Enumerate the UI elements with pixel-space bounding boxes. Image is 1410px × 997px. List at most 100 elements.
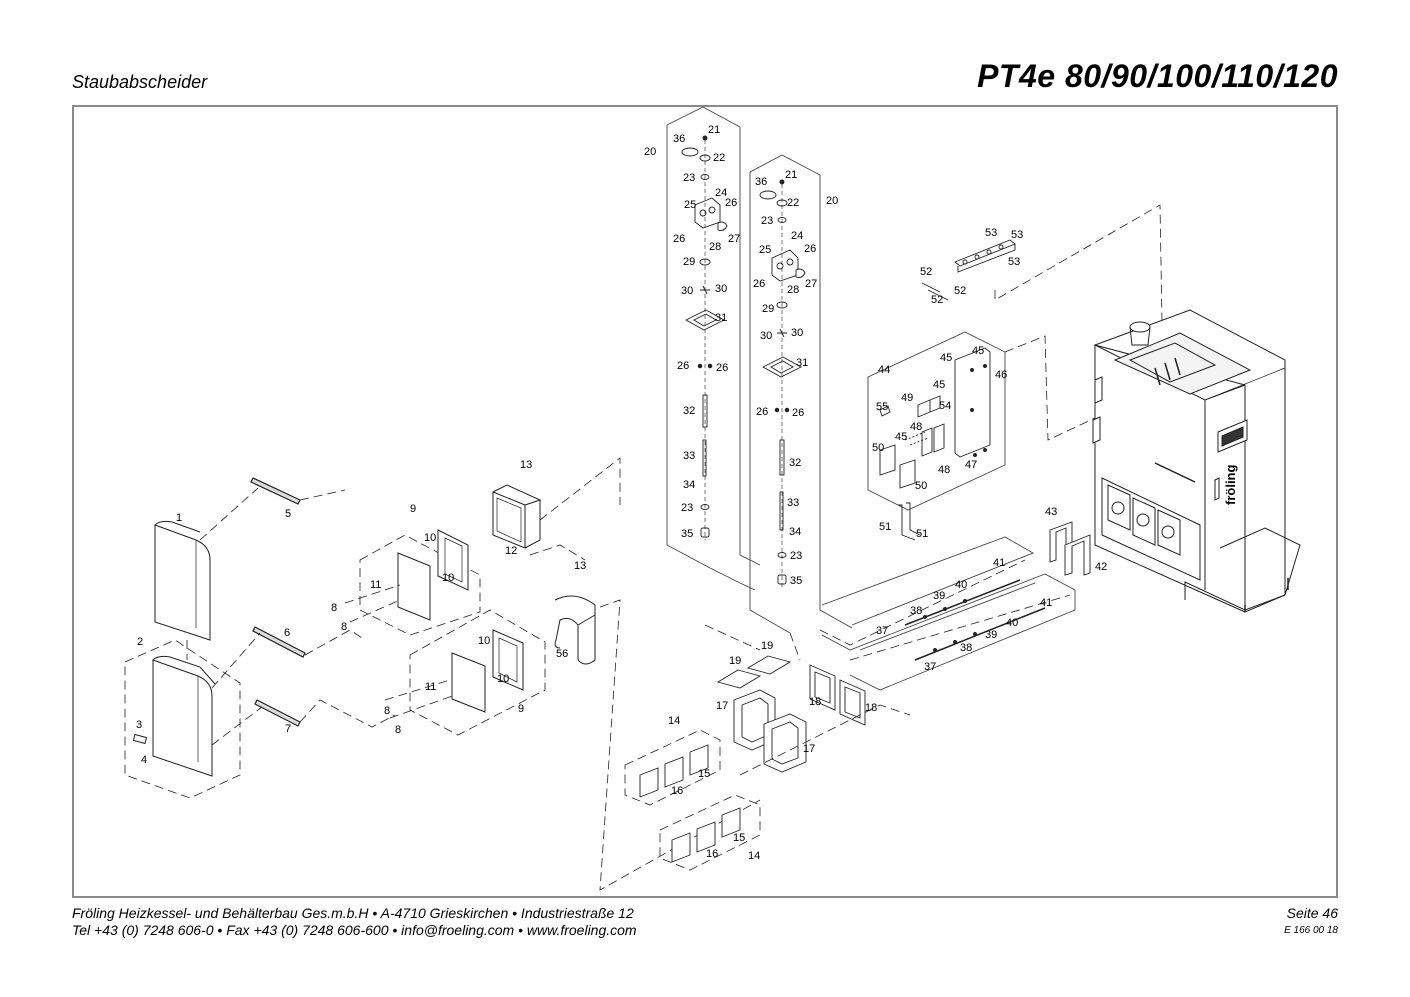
callout-28: 28 — [709, 241, 721, 253]
callout-30: 30 — [760, 330, 772, 342]
flange-assembly-lower — [409, 595, 596, 736]
document-code: E 166 00 18 — [1284, 925, 1338, 936]
callout-27: 27 — [728, 233, 740, 245]
callout-51: 51 — [916, 528, 928, 540]
callout-14: 14 — [748, 850, 760, 862]
callout-44: 44 — [878, 364, 890, 376]
callout-46: 46 — [995, 369, 1007, 381]
callout-32: 32 — [683, 405, 695, 417]
callout-53: 53 — [1011, 229, 1023, 241]
callout-20: 20 — [826, 195, 838, 207]
callout-50: 50 — [915, 480, 927, 492]
callout-2: 2 — [137, 636, 143, 648]
callout-16: 16 — [671, 785, 683, 797]
callout-48: 48 — [938, 464, 950, 476]
callout-30: 30 — [715, 283, 727, 295]
footer-address: Fröling Heizkessel- und Behälterbau Ges.… — [72, 905, 634, 921]
bracket-plates — [624, 729, 761, 871]
callout-26: 26 — [756, 406, 768, 418]
callout-31: 31 — [715, 312, 727, 324]
callout-10: 10 — [497, 673, 509, 685]
callout-31: 31 — [796, 357, 808, 369]
callout-13: 13 — [574, 560, 586, 572]
boiler-unit: fröling — [1092, 309, 1301, 613]
drawing-frame — [72, 105, 1338, 898]
leader-lines-mid-left — [344, 457, 761, 891]
callout-53: 53 — [985, 227, 997, 239]
callout-8: 8 — [341, 621, 347, 633]
callout-26: 26 — [673, 233, 685, 245]
callout-45: 45 — [895, 431, 907, 443]
callout-40: 40 — [1006, 617, 1018, 629]
callout-25: 25 — [684, 199, 696, 211]
callout-27: 27 — [805, 278, 817, 290]
control-unit-outline — [867, 331, 1006, 511]
callout-50: 50 — [872, 442, 884, 454]
callout-8: 8 — [384, 705, 390, 717]
leader-lines-control — [1004, 335, 1096, 441]
shaft-2-parts — [759, 179, 806, 590]
callout-35: 35 — [681, 528, 693, 540]
shaft-1-parts — [681, 135, 728, 540]
cover-panel-lower — [132, 655, 216, 777]
shaft-assembly-1-outline — [666, 106, 761, 591]
callout-26: 26 — [725, 197, 737, 209]
callout-45: 45 — [972, 345, 984, 357]
callout-9: 9 — [518, 703, 524, 715]
callout-7: 7 — [285, 723, 291, 735]
callout-35: 35 — [790, 575, 802, 587]
callout-52: 52 — [931, 294, 943, 306]
callout-30: 30 — [681, 285, 693, 297]
callout-54: 54 — [939, 400, 951, 412]
callout-48: 48 — [910, 421, 922, 433]
callout-52: 52 — [954, 285, 966, 297]
callout-56: 56 — [556, 648, 568, 660]
rails — [250, 477, 306, 727]
callout-41: 41 — [993, 557, 1005, 569]
callout-55: 55 — [876, 401, 888, 413]
callout-4: 4 — [141, 754, 147, 766]
callout-10: 10 — [424, 532, 436, 544]
flange-assembly-upper — [359, 484, 542, 636]
callout-39: 39 — [985, 629, 997, 641]
callout-29: 29 — [762, 303, 774, 315]
control-unit-parts — [879, 347, 991, 541]
callout-49: 49 — [901, 392, 913, 404]
callout-21: 21 — [708, 124, 720, 136]
callout-32: 32 — [789, 457, 801, 469]
callout-47: 47 — [965, 459, 977, 471]
callout-29: 29 — [683, 256, 695, 268]
callout-41: 41 — [1040, 597, 1052, 609]
callout-23: 23 — [790, 550, 802, 562]
callout-26: 26 — [753, 278, 765, 290]
model-title: PT4e 80/90/100/110/120 — [977, 58, 1338, 94]
callout-23: 23 — [681, 502, 693, 514]
callout-5: 5 — [285, 508, 291, 520]
callout-53: 53 — [1008, 256, 1020, 268]
callout-labels: 1 2 3 4 5 6 7 8 8 8 8 9 9 10 10 10 10 11… — [136, 124, 1107, 862]
leader-lines-left — [186, 487, 396, 746]
callout-17: 17 — [803, 743, 815, 755]
callout-38: 38 — [960, 642, 972, 654]
callout-15: 15 — [733, 832, 745, 844]
callout-26: 26 — [677, 360, 689, 372]
callout-6: 6 — [284, 627, 290, 639]
boiler-brand-logo: fröling — [1223, 465, 1238, 505]
callout-23: 23 — [761, 215, 773, 227]
leader-lines-top-right — [994, 204, 1163, 323]
callout-1: 1 — [176, 512, 182, 524]
callout-43: 43 — [1045, 506, 1057, 518]
footer-phone-web: Tel +43 (0) 7248 606-0 • Fax +43 (0) 724… — [72, 922, 637, 938]
terminal-strip — [921, 239, 1016, 301]
housing-assembly — [716, 655, 866, 773]
callout-39: 39 — [933, 590, 945, 602]
callout-15: 15 — [698, 768, 710, 780]
callout-26: 26 — [716, 362, 728, 374]
callout-52: 52 — [920, 266, 932, 278]
callout-8: 8 — [331, 602, 337, 614]
callout-37: 37 — [876, 625, 888, 637]
callout-33: 33 — [787, 497, 799, 509]
callout-51: 51 — [879, 521, 891, 533]
callout-19: 19 — [729, 655, 741, 667]
page-number: Seite 46 — [1286, 905, 1338, 921]
